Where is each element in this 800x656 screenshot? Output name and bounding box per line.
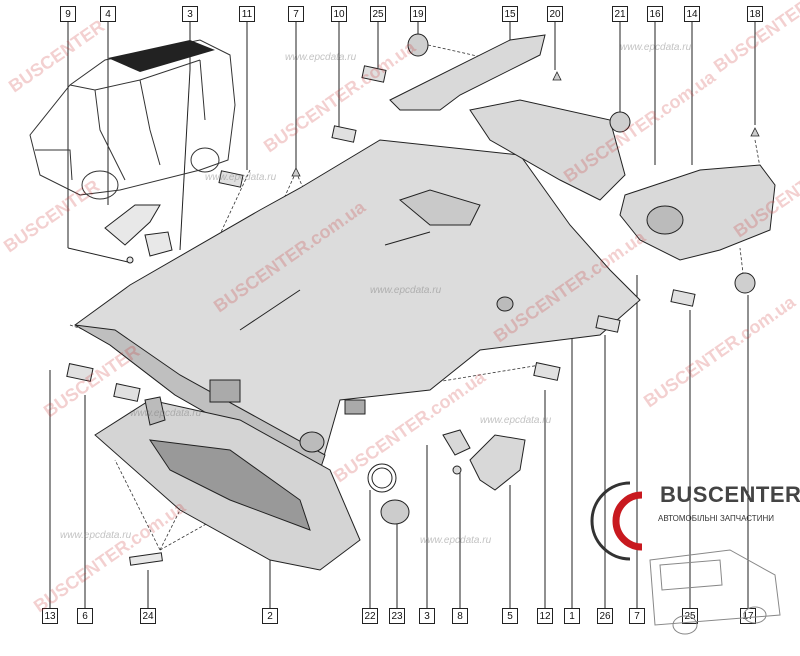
callout-3-bottom[interactable]: 3 [419,608,435,624]
callout-14[interactable]: 14 [684,6,700,22]
watermark-site: www.epcdata.ru [205,172,277,183]
callout-24[interactable]: 24 [140,608,156,624]
callout-23[interactable]: 23 [389,608,405,624]
watermark-site: www.epcdata.ru [620,42,692,53]
callout-5[interactable]: 5 [502,608,518,624]
callout-7-bottom[interactable]: 7 [629,608,645,624]
watermark-site: www.epcdata.ru [480,415,552,426]
watermark-site: www.epcdata.ru [60,530,132,541]
callout-7[interactable]: 7 [288,6,304,22]
callout-25[interactable]: 25 [370,6,386,22]
callout-12[interactable]: 12 [537,608,553,624]
buscenter-logo [590,481,781,635]
callout-6[interactable]: 6 [77,608,93,624]
callout-16[interactable]: 16 [647,6,663,22]
watermark-site: www.epcdata.ru [285,52,357,63]
logo-name: BUSCENTER [660,482,800,507]
watermark-site: www.epcdata.ru [370,285,442,296]
callout-3[interactable]: 3 [182,6,198,22]
callout-8[interactable]: 8 [452,608,468,624]
callout-21[interactable]: 21 [612,6,628,22]
callout-19[interactable]: 19 [410,6,426,22]
callout-2[interactable]: 2 [262,608,278,624]
callout-18[interactable]: 18 [747,6,763,22]
callout-15[interactable]: 15 [502,6,518,22]
callout-20[interactable]: 20 [547,6,563,22]
callout-13[interactable]: 13 [42,608,58,624]
callout-22[interactable]: 22 [362,608,378,624]
watermark-site: www.epcdata.ru [130,408,202,419]
callout-1[interactable]: 1 [564,608,580,624]
callout-4[interactable]: 4 [100,6,116,22]
logo-tagline: АВТОМОБІЛЬНІ ЗАПЧАСТИНИ [658,514,774,523]
callout-26[interactable]: 26 [597,608,613,624]
callout-11[interactable]: 11 [239,6,255,22]
callout-10[interactable]: 10 [331,6,347,22]
callout-9[interactable]: 9 [60,6,76,22]
watermark-site: www.epcdata.ru [420,535,492,546]
